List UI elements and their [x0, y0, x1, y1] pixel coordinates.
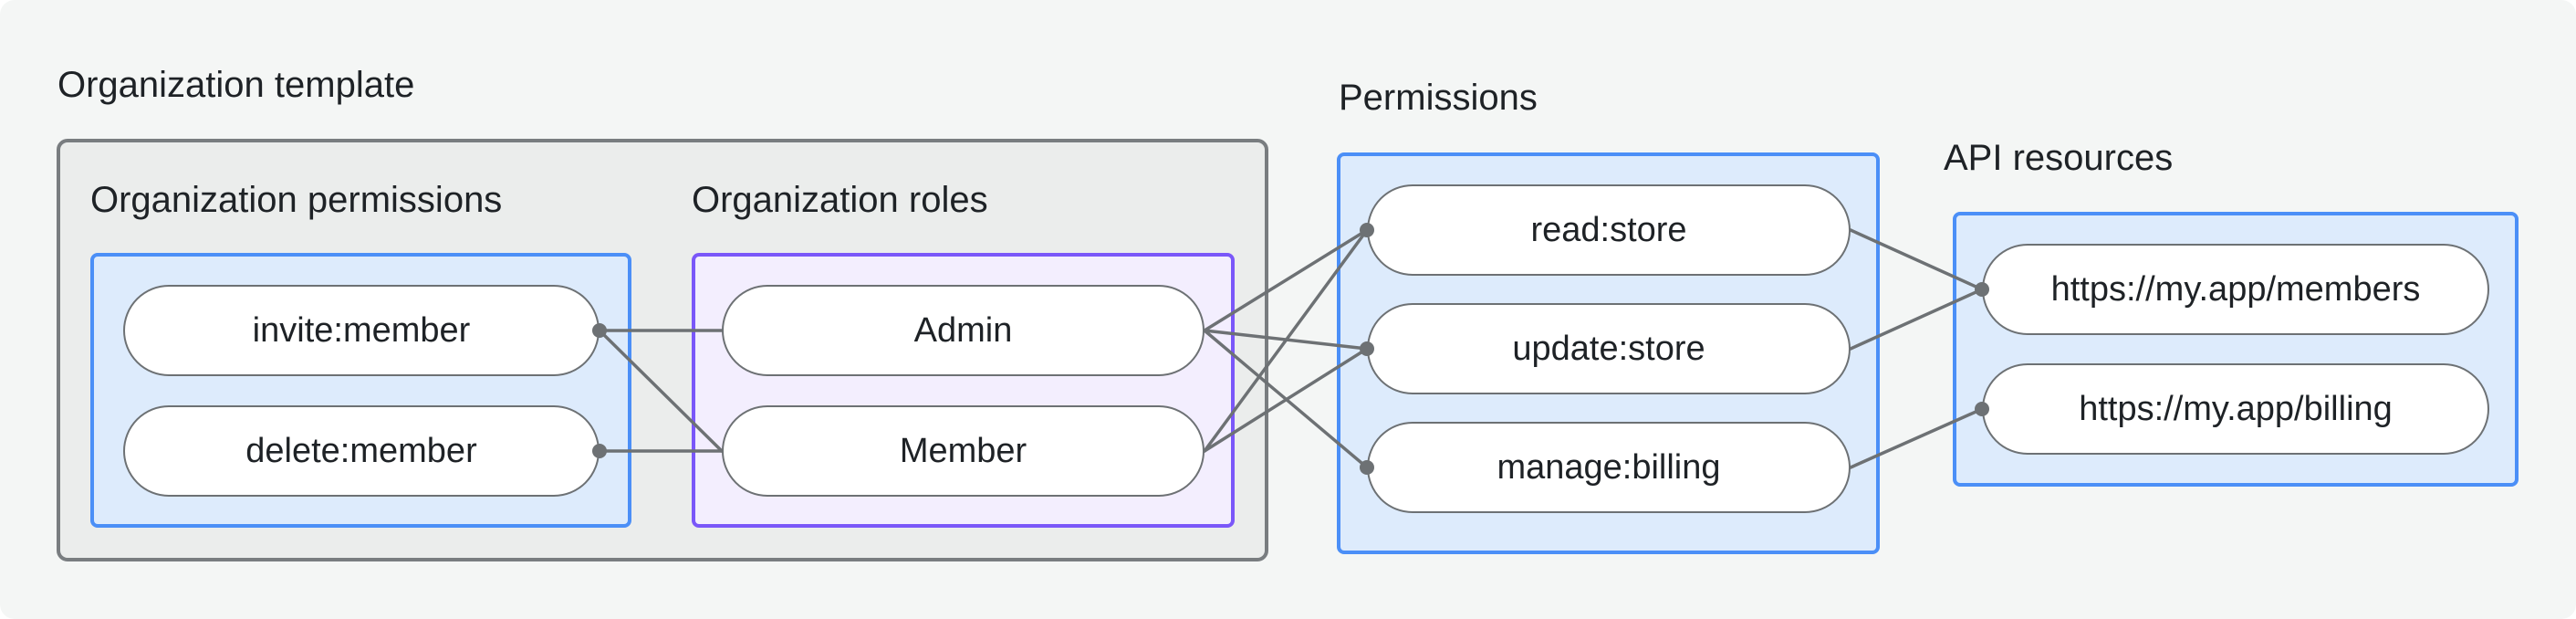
node-manage-billing: manage:billing: [1367, 422, 1851, 513]
permissions-heading: Permissions: [1339, 78, 1538, 118]
node-delete-member: delete:member: [123, 405, 600, 497]
api-resources-box: https://my.app/members https://my.app/bi…: [1953, 212, 2519, 487]
node-url-members: https://my.app/members: [1982, 244, 2489, 335]
org-roles-heading: Organization roles: [692, 180, 988, 220]
org-roles-box: Admin Member: [692, 253, 1235, 528]
node-update-store: update:store: [1367, 303, 1851, 394]
node-admin-role: Admin: [722, 285, 1205, 376]
node-url-billing: https://my.app/billing: [1982, 363, 2489, 455]
org-permissions-box: invite:member delete:member: [90, 253, 631, 528]
permissions-box: read:store update:store manage:billing: [1337, 152, 1880, 554]
org-template-label: Organization template: [57, 65, 415, 105]
org-permissions-heading: Organization permissions: [90, 180, 503, 220]
org-template-box: Organization permissions Organization ro…: [57, 139, 1268, 561]
node-member-role: Member: [722, 405, 1205, 497]
api-resources-heading: API resources: [1944, 138, 2174, 178]
node-read-store: read:store: [1367, 184, 1851, 276]
node-invite-member: invite:member: [123, 285, 600, 376]
